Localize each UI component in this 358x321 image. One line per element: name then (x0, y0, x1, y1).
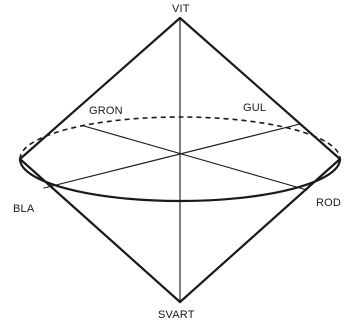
label-svart: SVART (158, 309, 195, 321)
upper-cone-right-edge (178, 16, 342, 161)
upper-cone-left-edge (18, 16, 182, 161)
label-bla: BLA (13, 203, 35, 215)
label-vit: VIT (172, 3, 190, 15)
diameter-bla-gul (43, 123, 301, 189)
lower-cone-left-edge (18, 157, 182, 304)
diameter-gron-rod (83, 125, 308, 191)
lower-cone-right-edge (178, 157, 342, 304)
label-gul: GUL (243, 102, 266, 114)
label-gron: GRON (89, 105, 123, 117)
label-rod: ROD (316, 197, 341, 209)
